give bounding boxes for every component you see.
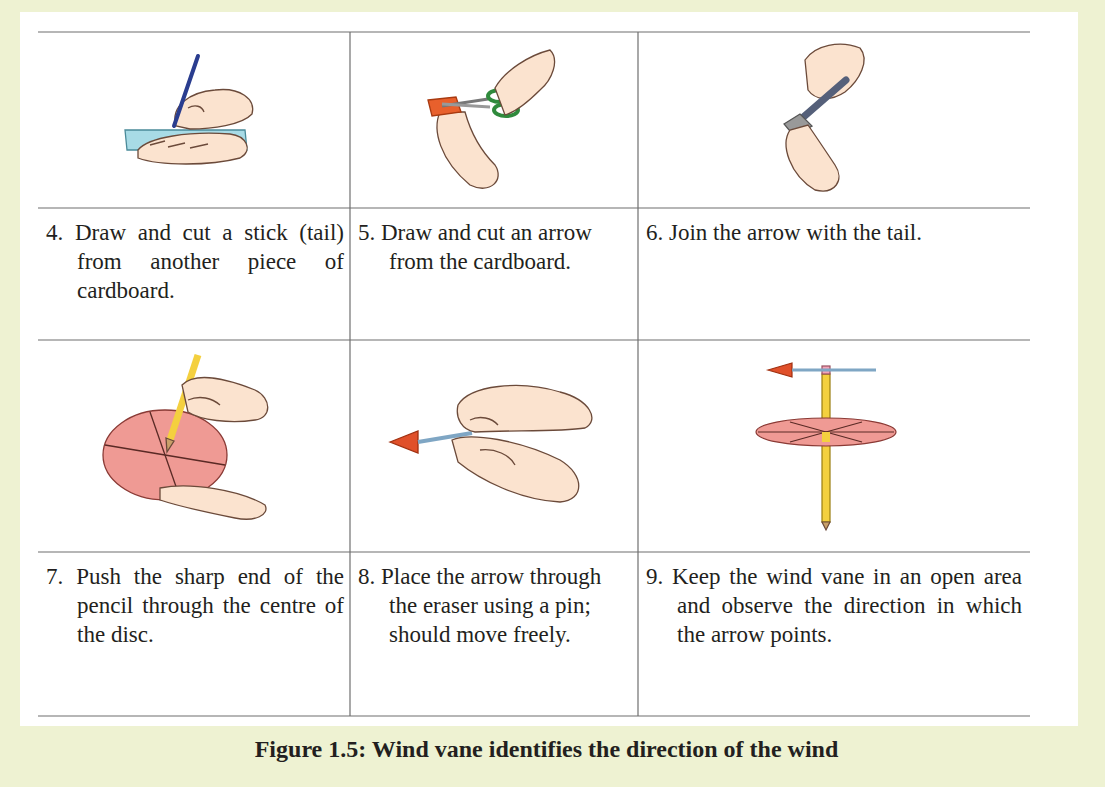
- hand-joining: [784, 44, 864, 191]
- disc-and-pencil-part: [160, 486, 266, 519]
- hands-with-arrow-part: [452, 437, 579, 502]
- table-grid-part: [637, 32, 638, 716]
- hand-drawing-ruler-part: [138, 133, 247, 164]
- hands-with-arrow-part: [390, 431, 418, 453]
- table-grid-part: [38, 551, 1030, 552]
- wind-vane-part: [790, 422, 862, 442]
- table-grid-part: [38, 715, 1030, 716]
- step-text: 5. Draw and cut an arrow from the cardbo…: [358, 218, 630, 276]
- figure-caption: Figure 1.5: Wind vane identifies the dir…: [255, 736, 839, 763]
- hands-with-arrow: [390, 386, 592, 502]
- wind-vane-part: [822, 374, 830, 522]
- hand-drawing-ruler: [125, 56, 253, 164]
- wind-vane-part: [792, 369, 876, 372]
- disc-and-pencil-part: [188, 398, 220, 405]
- wind-vane-part: [768, 363, 792, 377]
- hand-with-scissors-part: [442, 104, 490, 107]
- step-text: 7. Push the sharp end of the pencil thro…: [46, 562, 344, 649]
- step-text: 8. Place the arrow through the eraser us…: [358, 562, 630, 649]
- table-grid-part: [38, 207, 1030, 208]
- step-text: 9. Keep the wind vane in an open area an…: [646, 562, 1022, 649]
- hand-with-scissors-part: [437, 112, 498, 188]
- hand-with-scissors: [428, 50, 555, 188]
- hand-drawing-ruler-part: [174, 56, 198, 126]
- hand-joining-part: [800, 80, 846, 120]
- table-grid-part: [349, 32, 350, 716]
- hands-with-arrow-part: [470, 418, 515, 465]
- disc-and-pencil-part: [182, 378, 268, 422]
- table-ground: [20, 12, 1078, 726]
- wind-vane: [756, 363, 896, 530]
- wind-vane-part: [756, 418, 896, 446]
- hand-joining-part: [786, 125, 839, 191]
- hands-with-arrow-part: [457, 386, 592, 432]
- wind-vane-part: [822, 522, 830, 530]
- step-text: 6. Join the arrow with the tail.: [646, 218, 1022, 247]
- disc-and-pencil: [103, 355, 268, 519]
- disc-and-pencil-part: [166, 438, 174, 452]
- hand-with-scissors-part: [495, 50, 555, 115]
- table-ground-part: [20, 12, 1078, 726]
- wind-vane-part: [790, 422, 862, 442]
- hand-drawing-ruler-part: [150, 141, 208, 148]
- table-grid: [38, 32, 1030, 716]
- table-grid-part: [38, 339, 1030, 340]
- wind-vane-part: [822, 432, 830, 442]
- step-text: 4. Draw and cut a stick (tail) from anot…: [46, 218, 344, 305]
- hand-drawing-ruler-part: [188, 106, 204, 112]
- table-grid-part: [38, 31, 1030, 32]
